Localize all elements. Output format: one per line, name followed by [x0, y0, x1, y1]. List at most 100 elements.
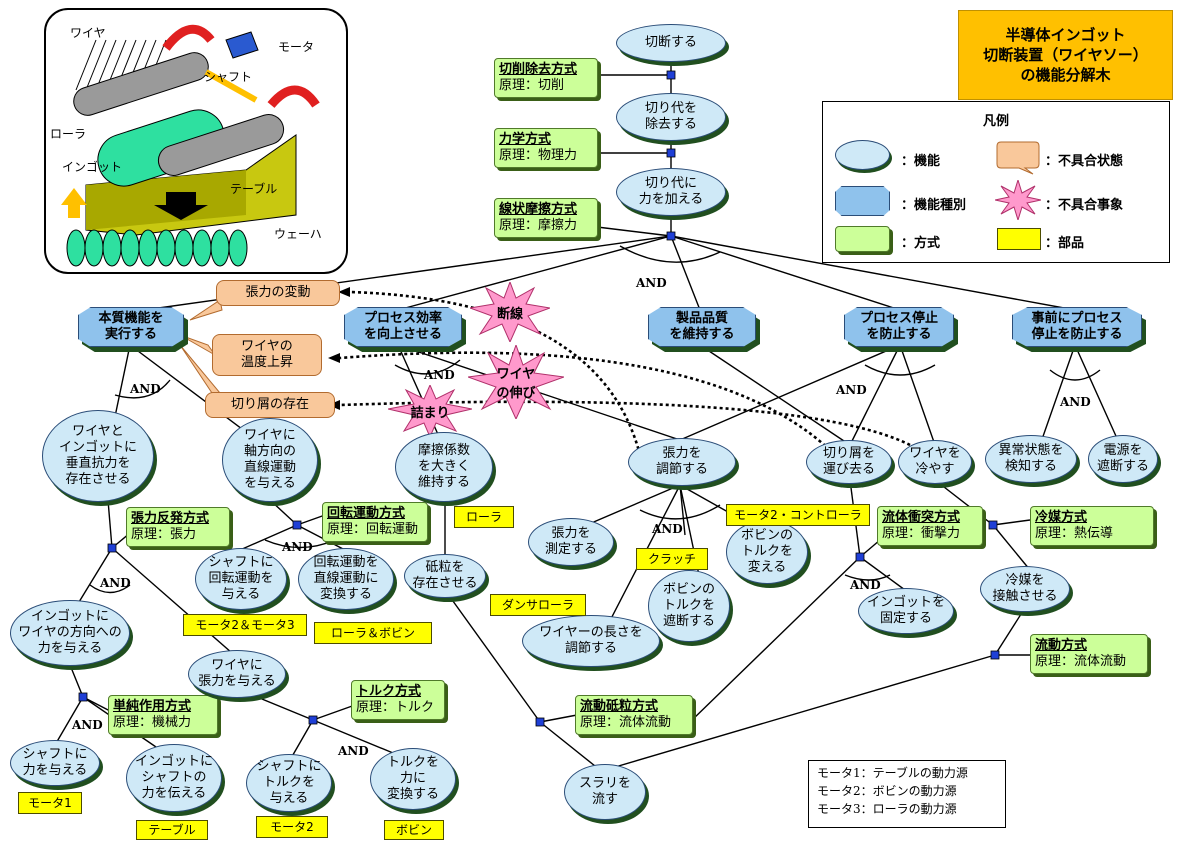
function-ingot-force: インゴットに ワイヤの方向への 力を与える	[10, 600, 130, 666]
event-clog: 詰まり	[410, 405, 450, 421]
method-rotation: 回転運動方式原理：回転運動	[322, 502, 428, 542]
legend-function-type-swatch	[835, 186, 890, 216]
part-roller-bobbin: ローラ＆ボビン	[314, 622, 432, 644]
function-vertical-drag: ワイヤと インゴットに 垂直抗力を 存在させる	[42, 410, 154, 502]
and-label: AND	[282, 540, 313, 554]
illus-label-ingot: インゴット	[62, 160, 123, 174]
type-essential-function: 本質機能を 実行する	[78, 307, 184, 347]
function-wire-tension: ワイヤに 張力を与える	[188, 650, 286, 698]
legend-trouble-event-label: ：不具合事象	[1045, 198, 1124, 213]
and-label: AND	[636, 276, 667, 290]
legend-function-type-label: ：機能種別	[901, 198, 967, 213]
part-motor2-controller: モータ2・コントローラ	[726, 504, 870, 526]
function-bobbin-torque-change: ボビンの トルクを 変える	[726, 520, 808, 584]
illus-label-motor: モータ	[278, 40, 315, 54]
method-mechanical: 力学方式原理：物理力	[494, 128, 598, 168]
method-flow-abrasive: 流動砥粒方式原理：流体流動	[575, 695, 693, 735]
method-fluid-impact: 流体衝突方式原理：衝撃力	[877, 506, 983, 546]
legend-part-swatch	[997, 228, 1041, 250]
part-dancer-roller: ダンサローラ	[490, 594, 586, 616]
illus-label-table: テーブル	[230, 182, 278, 196]
type-process-efficiency: プロセス効率 を向上させる	[344, 307, 462, 347]
and-label: AND	[1060, 395, 1091, 409]
type-product-quality: 製品品質 を維持する	[648, 307, 756, 347]
event-break: 断線	[496, 306, 523, 322]
function-abrasive-exist: 砥粒を 存在させる	[404, 554, 486, 598]
function-tension-measure: 張力を 測定する	[528, 518, 614, 566]
method-linear-friction: 線状摩擦方式原理：摩擦力	[494, 198, 598, 238]
legend-title: 凡例	[982, 114, 1009, 129]
diagram-title: 半導体インゴット 切断装置（ワイヤソー） の機能分解木	[958, 10, 1173, 100]
function-ingot-shaft-transfer: インゴットに シャフトの 力を伝える	[126, 744, 222, 812]
method-cutting-removal: 切削除去方式原理：切削	[494, 58, 598, 98]
illus-label-wafer: ウェーハ	[274, 227, 322, 241]
legend-method-swatch	[835, 226, 890, 252]
function-torque-to-force: トルクを 力に 変換する	[370, 748, 456, 810]
part-clutch: クラッチ	[636, 548, 708, 570]
and-label: AND	[130, 382, 161, 396]
trouble-wire-temperature: ワイヤの 温度上昇	[212, 334, 322, 376]
wire-saw-drawing	[61, 24, 320, 267]
and-label: AND	[72, 718, 103, 732]
function-keep-friction: 摩擦係数 を大きく 維持する	[395, 432, 493, 502]
illus-label-shaft: シャフト	[204, 70, 253, 84]
motor-note-m1: モータ1：テーブルの動力源	[817, 766, 968, 780]
function-cut: 切断する	[616, 24, 726, 62]
event-clog-shape	[388, 385, 472, 437]
function-cut-power: 電源を 遮断する	[1088, 435, 1158, 483]
trouble-chips: 切り屑の存在	[205, 392, 335, 418]
illus-label-wire: ワイヤ	[70, 26, 106, 40]
method-simple-action: 単純作用方式原理：機械力	[108, 695, 218, 735]
and-label: AND	[652, 522, 683, 536]
event-break-shape	[470, 282, 550, 342]
function-convert-motion: 回転運動を 直線運動に 変換する	[298, 548, 394, 610]
motor-note-m2: モータ2：ボビンの動力源	[817, 784, 957, 798]
and-label: AND	[850, 578, 881, 592]
part-motor1: モータ1	[18, 792, 82, 814]
function-wire-length-adjust: ワイヤーの長さを 調節する	[522, 615, 660, 667]
title-line-2: 切断装置（ワイヤソー）	[983, 45, 1148, 64]
title-line-3: の機能分解木	[1020, 66, 1111, 85]
legend-function-label: ：機能	[901, 154, 941, 169]
wire-saw-illustration: ワイヤ モータ シャフト ローラ インゴット テーブル ウェーハ	[44, 8, 348, 274]
and-label: AND	[424, 368, 455, 382]
function-apply-force-kerf: 切り代に 力を加える	[616, 168, 726, 216]
part-motor2: モータ2	[256, 816, 328, 838]
function-coolant-contact: 冷媒を 接触させる	[980, 566, 1070, 612]
legend-part-label: ：部品	[1045, 236, 1085, 251]
part-motor2-motor3: モータ2＆モータ3	[183, 614, 307, 636]
type-pre-prevent-stop: 事前にプロセス 停止を防止する	[1012, 307, 1142, 347]
title-line-1: 半導体インゴット	[1005, 25, 1126, 44]
part-bobbin: ボビン	[384, 820, 444, 840]
method-coolant: 冷媒方式原理：熱伝導	[1030, 506, 1154, 546]
function-tension-adjust: 張力を 調節する	[628, 438, 736, 486]
function-shaft-rotation: シャフトに 回転運動を 与える	[195, 548, 287, 610]
legend-trouble-state-swatch	[996, 141, 1040, 175]
type-prevent-stop: プロセス停止 を防止する	[844, 307, 954, 347]
and-label: AND	[836, 383, 867, 397]
function-axial-motion: ワイヤに 軸方向の 直線運動 を与える	[222, 418, 318, 502]
legend-trouble-event-swatch	[995, 180, 1041, 220]
legend-trouble-state-label: ：不具合状態	[1045, 154, 1124, 169]
function-bobbin-torque-block: ボビンの トルクを 遮断する	[648, 570, 730, 642]
and-label: AND	[100, 576, 131, 590]
function-ingot-fix: インゴットを 固定する	[858, 588, 954, 634]
function-wire-cool: ワイヤを 冷やす	[898, 440, 972, 484]
trouble-tension-change: 張力の変動	[216, 280, 340, 306]
function-detect-abnormal: 異常状態を 検知する	[985, 435, 1077, 483]
function-shaft-torque: シャフトに トルクを 与える	[246, 754, 332, 812]
event-wire-stretch: ワイヤ の伸び	[496, 367, 536, 401]
function-remove-kerf: 切り代を 除去する	[616, 93, 726, 141]
function-slurry-flow: スラリを 流す	[564, 764, 646, 820]
function-shaft-force: シャフトに 力を与える	[10, 740, 100, 786]
legend: 凡例 ：機能 ：機能種別 ：方式 ：不具合状態 ：不具合事象 ：部品	[822, 101, 1170, 263]
method-flow: 流動方式原理：流体流動	[1030, 634, 1148, 674]
motor-note-m3: モータ3：ローラの動力源	[817, 802, 957, 816]
function-chip-removal: 切り屑を 運び去る	[806, 440, 892, 484]
legend-method-label: ：方式	[901, 236, 941, 251]
method-tension-repulsion: 張力反発方式原理：張力	[126, 507, 230, 547]
and-label: AND	[338, 744, 369, 758]
motor-note: モータ1：テーブルの動力源 モータ2：ボビンの動力源 モータ3：ローラの動力源	[808, 760, 1006, 828]
event-stretch-shape	[468, 345, 564, 419]
method-torque: トルク方式原理：トルク	[351, 680, 445, 720]
